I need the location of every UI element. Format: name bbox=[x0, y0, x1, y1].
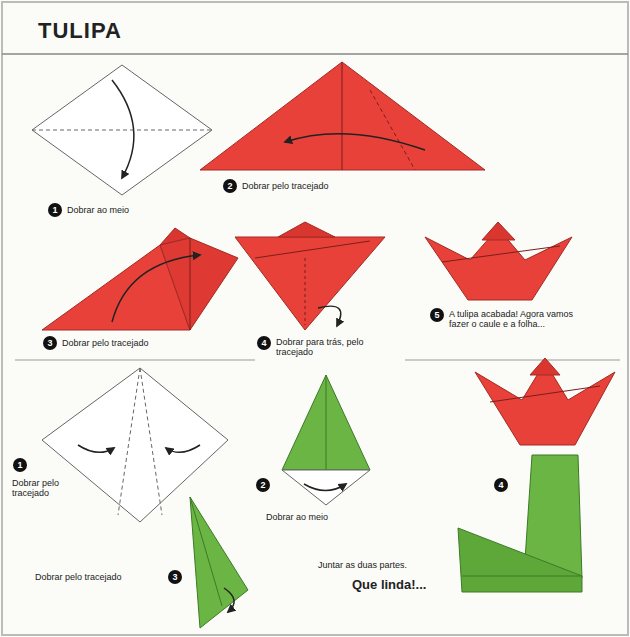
callout-number: 4 bbox=[494, 478, 508, 492]
instruction-text: Dobrar pelo tracejado bbox=[242, 181, 382, 191]
callout-number: 1 bbox=[13, 458, 27, 472]
title: TULIPA bbox=[38, 18, 122, 44]
callout-number: 5 bbox=[430, 308, 444, 322]
instruction-text: Juntar as duas partes. bbox=[318, 560, 448, 570]
callout-number: 2 bbox=[256, 478, 270, 492]
callout-number: 3 bbox=[168, 570, 182, 584]
instruction-text: Que linda!... bbox=[352, 578, 452, 593]
callout-number: 1 bbox=[48, 203, 62, 217]
instruction-text: Dobrar ao meio bbox=[67, 205, 177, 215]
callout-number: 4 bbox=[257, 336, 271, 350]
instruction-text: Dobrar pelo tracejado bbox=[12, 478, 80, 499]
callout-number: 3 bbox=[43, 336, 57, 350]
instruction-text: Dobrar ao meio bbox=[266, 512, 366, 522]
callout-number: 2 bbox=[223, 179, 237, 193]
instruction-text: Dobrar para trás, pelo tracejado bbox=[276, 337, 401, 358]
instruction-text: Dobrar pelo tracejado bbox=[62, 338, 202, 348]
instruction-text: A tulipa acabada! Agora vamos fazer o ca… bbox=[449, 309, 589, 330]
instruction-text: Dobrar pelo tracejado bbox=[35, 572, 165, 582]
